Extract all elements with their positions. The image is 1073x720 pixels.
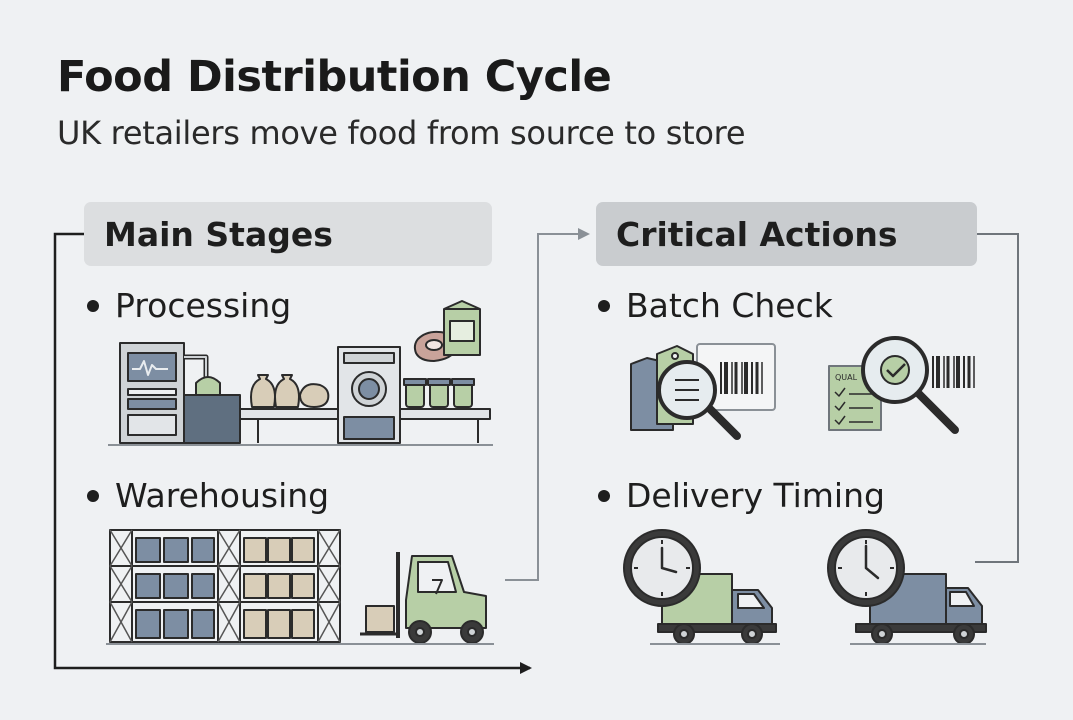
bullet-delivery-timing: Delivery Timing — [598, 476, 885, 515]
barcode-icon — [932, 356, 975, 388]
bullet-processing-label: Processing — [115, 286, 292, 325]
forklift-icon — [360, 552, 487, 644]
bullet-processing: Processing — [87, 286, 291, 325]
bullet-dot — [598, 299, 610, 312]
bullet-batch-check-label: Batch Check — [626, 286, 833, 325]
page-title: Food Distribution Cycle — [57, 52, 612, 102]
milk-carton-icon — [443, 300, 481, 356]
control-panel-machine-icon — [119, 342, 241, 444]
bullet-batch-check: Batch Check — [598, 286, 833, 325]
clock-truck-illustration — [623, 529, 987, 645]
quality-checklist-group: QUAL — [828, 336, 975, 434]
clock-truck-left — [623, 529, 780, 645]
middle-flow-arrow — [505, 228, 590, 581]
warehouse-forklift-illustration — [106, 529, 494, 645]
quality-label: QUAL — [835, 373, 858, 382]
storage-racks-icon — [109, 529, 341, 643]
bullet-warehousing: Warehousing — [87, 476, 329, 515]
clock-icon — [623, 529, 701, 607]
bullet-delivery-timing-label: Delivery Timing — [626, 476, 885, 515]
page-subtitle: UK retailers move food from source to st… — [57, 114, 746, 152]
main-stages-header-label: Main Stages — [104, 214, 333, 254]
left-flow-arrow — [53, 232, 532, 674]
magnifier-icon — [657, 360, 741, 440]
critical-actions-header: Critical Actions — [596, 202, 977, 266]
right-flow-line — [975, 233, 1019, 563]
clock-truck-right — [827, 529, 987, 645]
tag-magnifier-group — [630, 343, 776, 440]
bullet-dot — [87, 299, 99, 312]
barcode-icon — [720, 362, 763, 394]
main-stages-header: Main Stages — [84, 202, 492, 266]
bullet-dot — [598, 489, 610, 502]
barcode-inspection-illustration: QUAL — [630, 336, 975, 440]
clock-icon — [827, 529, 905, 607]
bullet-dot — [87, 489, 99, 502]
jars-icon — [403, 378, 475, 408]
processing-line-illustration — [108, 300, 493, 446]
magnifier-check-icon — [861, 336, 959, 434]
bullet-warehousing-label: Warehousing — [115, 476, 330, 515]
washing-machine-icon — [337, 346, 401, 444]
produce-sacks-icon — [250, 374, 330, 408]
critical-actions-header-label: Critical Actions — [616, 214, 898, 254]
